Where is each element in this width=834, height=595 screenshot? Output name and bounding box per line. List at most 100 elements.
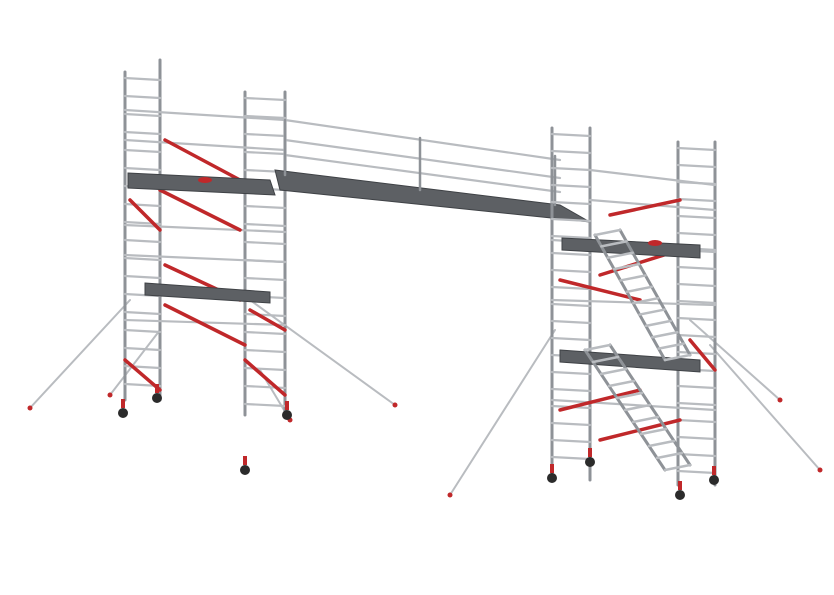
left-front-frame-rung (243, 402, 287, 408)
castor-wheel (547, 473, 557, 483)
right-scaffold-tower (550, 126, 717, 487)
right-back-frame-rung (550, 268, 592, 274)
stair-tread (623, 403, 652, 412)
right-front-frame-rung (676, 350, 717, 356)
left-back-frame-rung (123, 94, 162, 100)
guard-rail (123, 223, 287, 234)
left-front-frame-rung (243, 240, 287, 246)
right-back-frame-rung (550, 455, 592, 461)
stair-tread (607, 379, 636, 388)
left-front-frame-rung (243, 276, 287, 282)
left-back-frame-rung (123, 274, 162, 280)
stair-tread (625, 285, 654, 294)
stair-tread (593, 228, 622, 237)
platform-hatch-logo (648, 240, 662, 246)
stair-tread (657, 342, 685, 350)
left-back-frame-rung (123, 310, 162, 316)
left-front-frame-rung (243, 204, 287, 210)
stair-tread (647, 439, 676, 448)
bridge-walkway (274, 118, 591, 223)
stair-tread (591, 355, 620, 364)
left-front-frame-rung (243, 348, 287, 354)
stair-stringer (618, 228, 692, 357)
guard-rail (550, 398, 717, 412)
stair-tread (619, 274, 647, 282)
outrigger-foot (107, 392, 113, 398)
diagonal-brace (128, 198, 162, 232)
diagonal-brace (248, 308, 287, 332)
outrigger-strut (449, 329, 556, 496)
bridge-rail (283, 118, 562, 162)
right-back-frame-rung (550, 183, 592, 189)
stair-tread (655, 451, 684, 460)
outrigger-strut (689, 319, 781, 401)
left-front-frame-rung (243, 330, 287, 336)
left-back-frame-rung (123, 130, 162, 136)
guard-rail (123, 108, 287, 122)
right-back-frame-rung (550, 319, 592, 325)
right-back-frame-rung (550, 217, 592, 223)
diagonal-brace (163, 303, 247, 347)
right-front-frame-rung (676, 214, 717, 220)
left-back-frame-rung (123, 256, 162, 262)
castor-stem (588, 448, 592, 457)
right-back-frame-rung (550, 166, 592, 172)
left-back-frame-rung (123, 166, 162, 172)
outrigger-strut (249, 299, 396, 406)
outrigger-foot (447, 492, 453, 498)
castor-stem (678, 481, 682, 490)
right-front-frame-rung (676, 231, 717, 237)
right-back-frame-rung (550, 370, 592, 376)
stair-tread (639, 427, 668, 436)
diagonal-brace (558, 278, 642, 302)
right-back-frame-rung (550, 438, 592, 444)
right-back-frame-rung (550, 285, 592, 291)
castor-stem (712, 466, 716, 475)
right-front-frame-rung (676, 333, 717, 339)
right-front-frame-rung (676, 418, 717, 424)
stair-tread (599, 367, 628, 376)
diagonal-brace (158, 188, 242, 232)
right-front-frame-rung (676, 469, 717, 475)
stair-tread (612, 262, 641, 271)
castor-stem (121, 399, 125, 408)
right-front-frame-rung (676, 384, 717, 390)
right-front-frame-rung (676, 163, 717, 169)
right-back-frame-rung (550, 421, 592, 427)
left-back-frame-rung (123, 76, 162, 82)
castor-stem (155, 384, 159, 393)
right-front-frame-rung (676, 146, 717, 152)
left-front-frame-rung (243, 222, 287, 228)
outrigger-foot (392, 402, 398, 408)
stair-tread (663, 353, 692, 362)
right-front-frame-rung (676, 282, 717, 288)
right-front-frame-rung (676, 435, 717, 441)
left-back-frame-rung (123, 346, 162, 352)
left-front-frame-rung (243, 366, 287, 372)
diagonal-brace (688, 338, 717, 372)
left-scaffold-tower (123, 58, 287, 417)
stair-tread (583, 343, 612, 352)
left-back-frame-rung (123, 202, 162, 208)
castor-wheel (675, 490, 685, 500)
castor-stem (243, 456, 247, 465)
bridge-rail (283, 153, 562, 194)
left-upper-platform (127, 172, 276, 196)
castor-wheel (709, 475, 719, 485)
guard-rail (588, 168, 717, 187)
right-back-frame-rung (550, 149, 592, 155)
outrigger-foot (27, 405, 33, 411)
right-front-frame-rung (676, 316, 717, 322)
castor-stem (550, 464, 554, 473)
diagonal-brace (123, 358, 162, 392)
diagonal-brace (608, 198, 682, 217)
castor-wheels (118, 384, 719, 500)
outrigger-strut (709, 344, 821, 471)
castor-stem (285, 401, 289, 410)
left-back-frame-rung (123, 238, 162, 244)
outrigger-foot (817, 467, 823, 473)
stair-tread (606, 251, 634, 259)
right-front-frame-rung (676, 265, 717, 271)
bridge-deck (274, 169, 591, 223)
